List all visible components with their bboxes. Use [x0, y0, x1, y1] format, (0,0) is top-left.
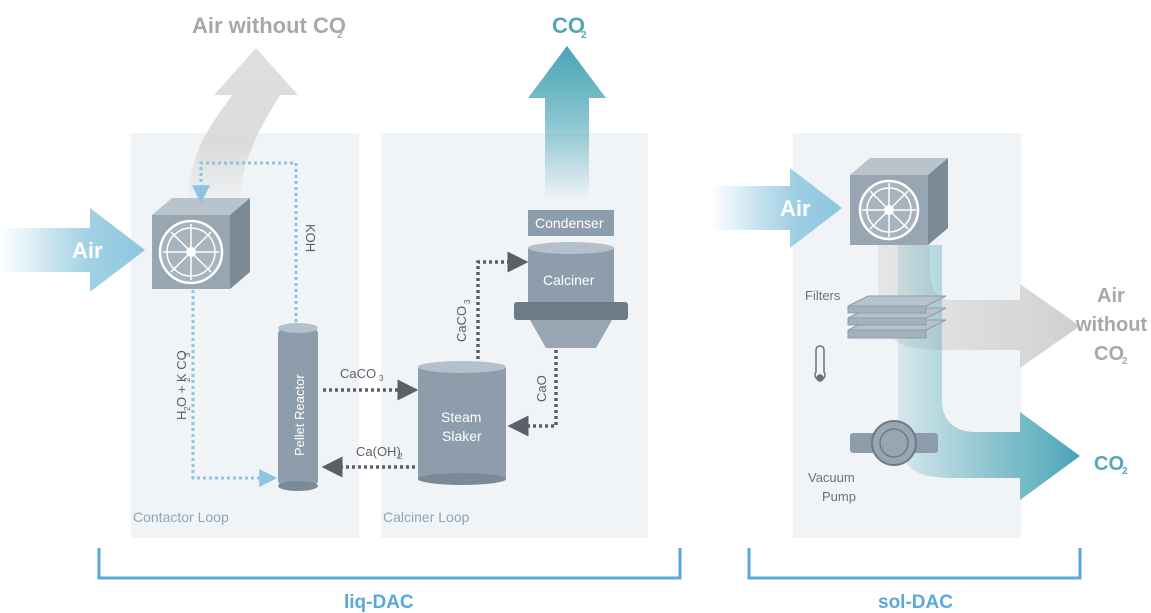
contactor-loop-flow	[191, 161, 298, 487]
air-without-co2-label: Air without CO 2	[192, 13, 346, 41]
svg-text:2: 2	[183, 377, 192, 382]
sol-co2-label: CO 2	[1094, 453, 1128, 477]
condenser: Condenser	[528, 210, 614, 236]
sol-co2-out-arrow	[898, 245, 1080, 500]
liq-dac-label: liq-DAC	[344, 592, 414, 613]
svg-text:CO: CO	[1094, 343, 1124, 365]
svg-text:2: 2	[183, 406, 192, 411]
svg-text:3: 3	[379, 374, 384, 383]
svg-text:Air: Air	[1097, 285, 1125, 307]
svg-text:without: without	[1075, 314, 1147, 336]
svg-text:3: 3	[463, 299, 472, 304]
svg-text:Steam: Steam	[441, 409, 481, 425]
vacuum-pump-label-1: Vacuum	[808, 470, 855, 485]
contactor-fan-icon	[152, 198, 250, 289]
svg-text:CaCO: CaCO	[454, 306, 469, 342]
svg-text:CO: CO	[1094, 453, 1124, 475]
svg-text:CO: CO	[552, 13, 585, 38]
sol-dac-bracket	[747, 548, 1082, 580]
air-in-arrow	[0, 208, 145, 292]
calciner-loop-flow	[321, 251, 558, 478]
svg-text:Slaker: Slaker	[442, 428, 482, 444]
svg-text:H O + K CO: H O + K CO	[174, 350, 189, 420]
contactor-loop-label: Contactor Loop	[133, 509, 229, 525]
vacuum-pump-icon	[850, 420, 938, 466]
h2o-k2co3-label: H O + K CO 2 2 3	[174, 350, 192, 420]
svg-text:Pellet Reactor: Pellet Reactor	[292, 374, 307, 456]
svg-text:Calciner: Calciner	[543, 272, 595, 288]
air-without-co2-arrow	[188, 48, 298, 205]
svg-text:2: 2	[1122, 356, 1128, 367]
co2-liq-label: CO 2	[552, 13, 587, 41]
co2-up-arrow	[528, 46, 606, 200]
thermometer-icon	[814, 345, 826, 382]
svg-text:Condenser: Condenser	[535, 215, 604, 231]
air-in-label: Air	[72, 238, 103, 263]
koh-label: KOH	[303, 224, 318, 252]
calciner: Calciner	[514, 242, 628, 348]
calciner-loop-label: Calciner Loop	[383, 509, 470, 525]
svg-text:2: 2	[398, 452, 403, 461]
steam-slaker: Steam Slaker	[418, 361, 506, 485]
caco3-to-calciner-label: CaCO 3	[454, 299, 472, 342]
filters-icon	[847, 295, 947, 339]
svg-text:Air without CO: Air without CO	[192, 13, 346, 38]
svg-text:CaCO: CaCO	[340, 366, 376, 381]
sol-dac-label: sol-DAC	[878, 592, 953, 613]
cao-label: CaO	[534, 375, 549, 402]
liq-dac-bracket	[97, 548, 682, 580]
svg-text:3: 3	[183, 352, 192, 357]
sol-air-in-arrow	[710, 168, 842, 248]
pellet-reactor: Pellet Reactor	[278, 323, 318, 491]
caco3-to-slaker-label: CaCO 3	[340, 366, 384, 383]
svg-text:2: 2	[1122, 466, 1128, 477]
filters-label: Filters	[805, 288, 841, 303]
vacuum-pump-label-2: Pump	[822, 489, 856, 504]
sol-air-in-label: Air	[780, 196, 811, 221]
svg-text:2: 2	[581, 30, 587, 41]
svg-text:Ca(OH): Ca(OH)	[356, 444, 401, 459]
sol-fan-icon	[850, 158, 948, 245]
sol-air-without-co2-label: Air without CO 2	[1075, 285, 1147, 367]
svg-text:2: 2	[337, 30, 343, 41]
caoh2-label: Ca(OH) 2	[356, 444, 403, 461]
